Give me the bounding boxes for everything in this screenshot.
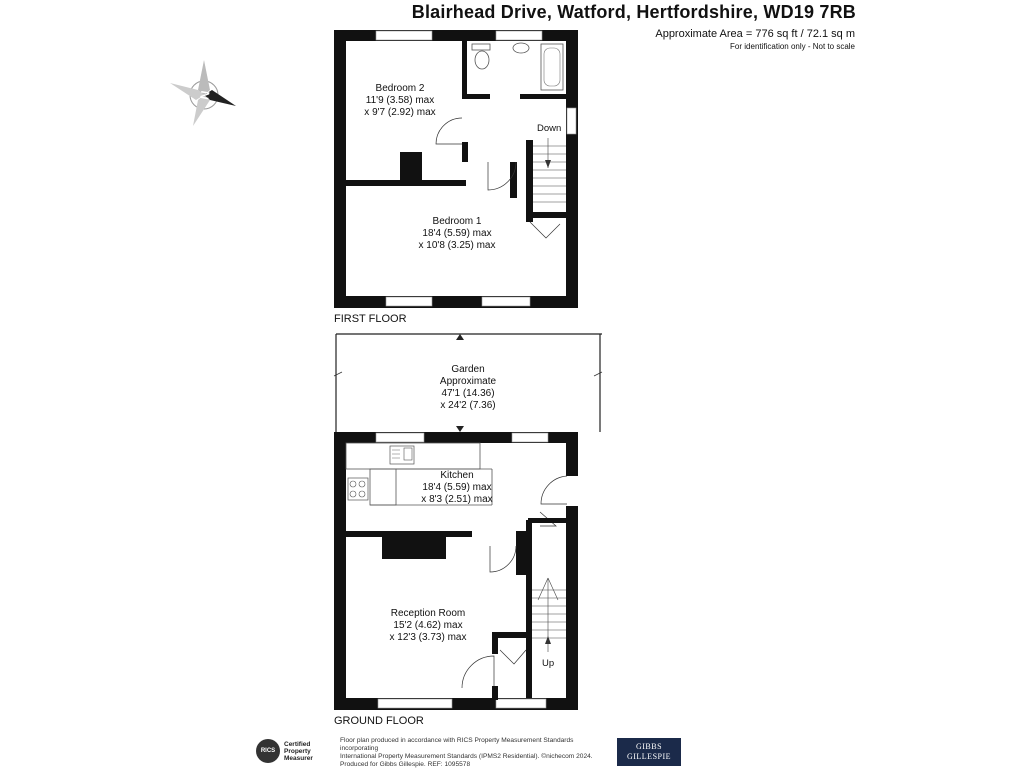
- brand-line-1: GIBBS: [635, 742, 663, 751]
- gibbs-gillespie-logo: GIBBS GILLESPIE: [617, 738, 681, 766]
- first-floor-plan: [334, 30, 578, 308]
- legal-line-3: Produced for Gibbs Gillespie. REF: 10955…: [340, 761, 471, 768]
- bedroom-2-dim2: x 9'7 (2.92) max: [364, 107, 436, 118]
- garden-dim2: x 24'2 (7.36): [440, 400, 496, 411]
- legal-line-1: Floor plan produced in accordance with R…: [340, 737, 574, 752]
- garden-dim1: 47'1 (14.36): [441, 388, 495, 399]
- scale-note: For identification only - Not to scale: [730, 42, 855, 51]
- legal-line-2: International Property Measurement Stand…: [340, 753, 593, 760]
- rics-cert-line-2: Property: [284, 747, 311, 755]
- kitchen-dim2: x 8'3 (2.51) max: [421, 494, 493, 505]
- rics-certification-logo: RICS Certified Property Measurer: [256, 738, 332, 764]
- garden-name: Garden: [451, 364, 485, 375]
- bedroom-2-name: Bedroom 2: [375, 83, 425, 94]
- garden-label: Garden Approximate 47'1 (14.36) x 24'2 (…: [398, 364, 538, 412]
- approximate-area: Approximate Area = 776 sq ft / 72.1 sq m: [655, 28, 855, 40]
- bedroom-1-name: Bedroom 1: [432, 216, 482, 227]
- bedroom-1-label: Bedroom 1 18'4 (5.59) max x 10'8 (3.25) …: [387, 216, 527, 252]
- property-address-title: Blairhead Drive, Watford, Hertfordshire,…: [411, 2, 856, 22]
- stairs-down-label: Down: [537, 123, 562, 134]
- kitchen-dim1: 18'4 (5.59) max: [422, 482, 492, 493]
- bedroom-1-dim2: x 10'8 (3.25) max: [418, 240, 496, 251]
- rics-cert-line-1: Certified: [284, 740, 311, 748]
- rics-badge: RICS: [256, 739, 280, 763]
- rics-cert-line-3: Measurer: [284, 754, 313, 762]
- kitchen-label: Kitchen 18'4 (5.59) max x 8'3 (2.51) max: [387, 470, 527, 506]
- compass-n-letter: N: [197, 90, 212, 101]
- reception-room-label: Reception Room 15'2 (4.62) max x 12'3 (3…: [358, 608, 498, 644]
- ground-floor-plan: [333, 333, 603, 710]
- rics-cert-text: Certified Property Measurer: [284, 741, 313, 762]
- legal-disclaimer: Floor plan produced in accordance with R…: [340, 737, 610, 769]
- stairs-up-label: Up: [542, 658, 555, 669]
- ground-floor-label: GROUND FLOOR: [334, 715, 424, 727]
- kitchen-name: Kitchen: [440, 470, 474, 481]
- reception-room-dim1: 15'2 (4.62) max: [393, 620, 463, 631]
- first-floor-label: FIRST FLOOR: [334, 313, 407, 325]
- compass-icon: N: [170, 60, 236, 126]
- reception-room-name: Reception Room: [390, 608, 466, 619]
- bedroom-2-label: Bedroom 2 11'9 (3.58) max x 9'7 (2.92) m…: [330, 83, 470, 119]
- reception-room-dim2: x 12'3 (3.73) max: [389, 632, 467, 643]
- brand-line-2: GILLESPIE: [626, 752, 672, 761]
- garden-approx: Approximate: [439, 376, 497, 387]
- bedroom-2-dim1: 11'9 (3.58) max: [365, 95, 435, 106]
- bedroom-1-dim1: 18'4 (5.59) max: [422, 228, 492, 239]
